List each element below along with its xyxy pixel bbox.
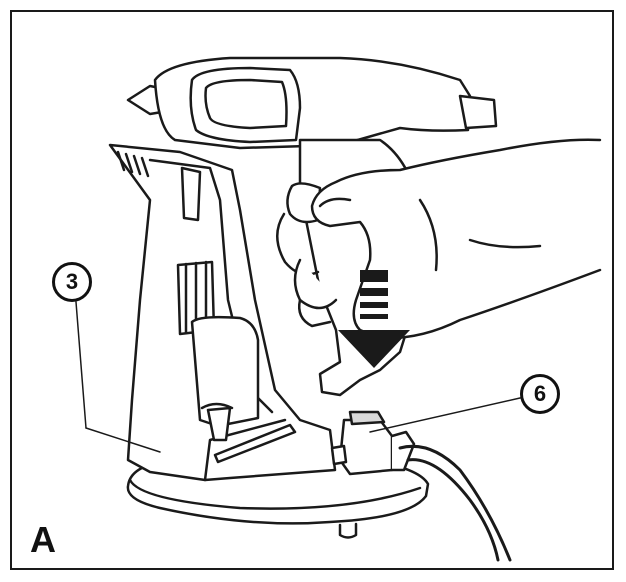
callout-3-label: 3 — [65, 269, 79, 294]
leader-lines — [75, 301, 521, 453]
figure-label: A — [30, 519, 56, 560]
stand-body — [108, 143, 337, 482]
arrow-down-icon — [338, 270, 410, 368]
callout-6-label: 6 — [533, 381, 547, 406]
power-connector — [330, 410, 512, 562]
callout-6: 6 — [520, 374, 560, 414]
callout-3: 3 — [52, 262, 92, 302]
